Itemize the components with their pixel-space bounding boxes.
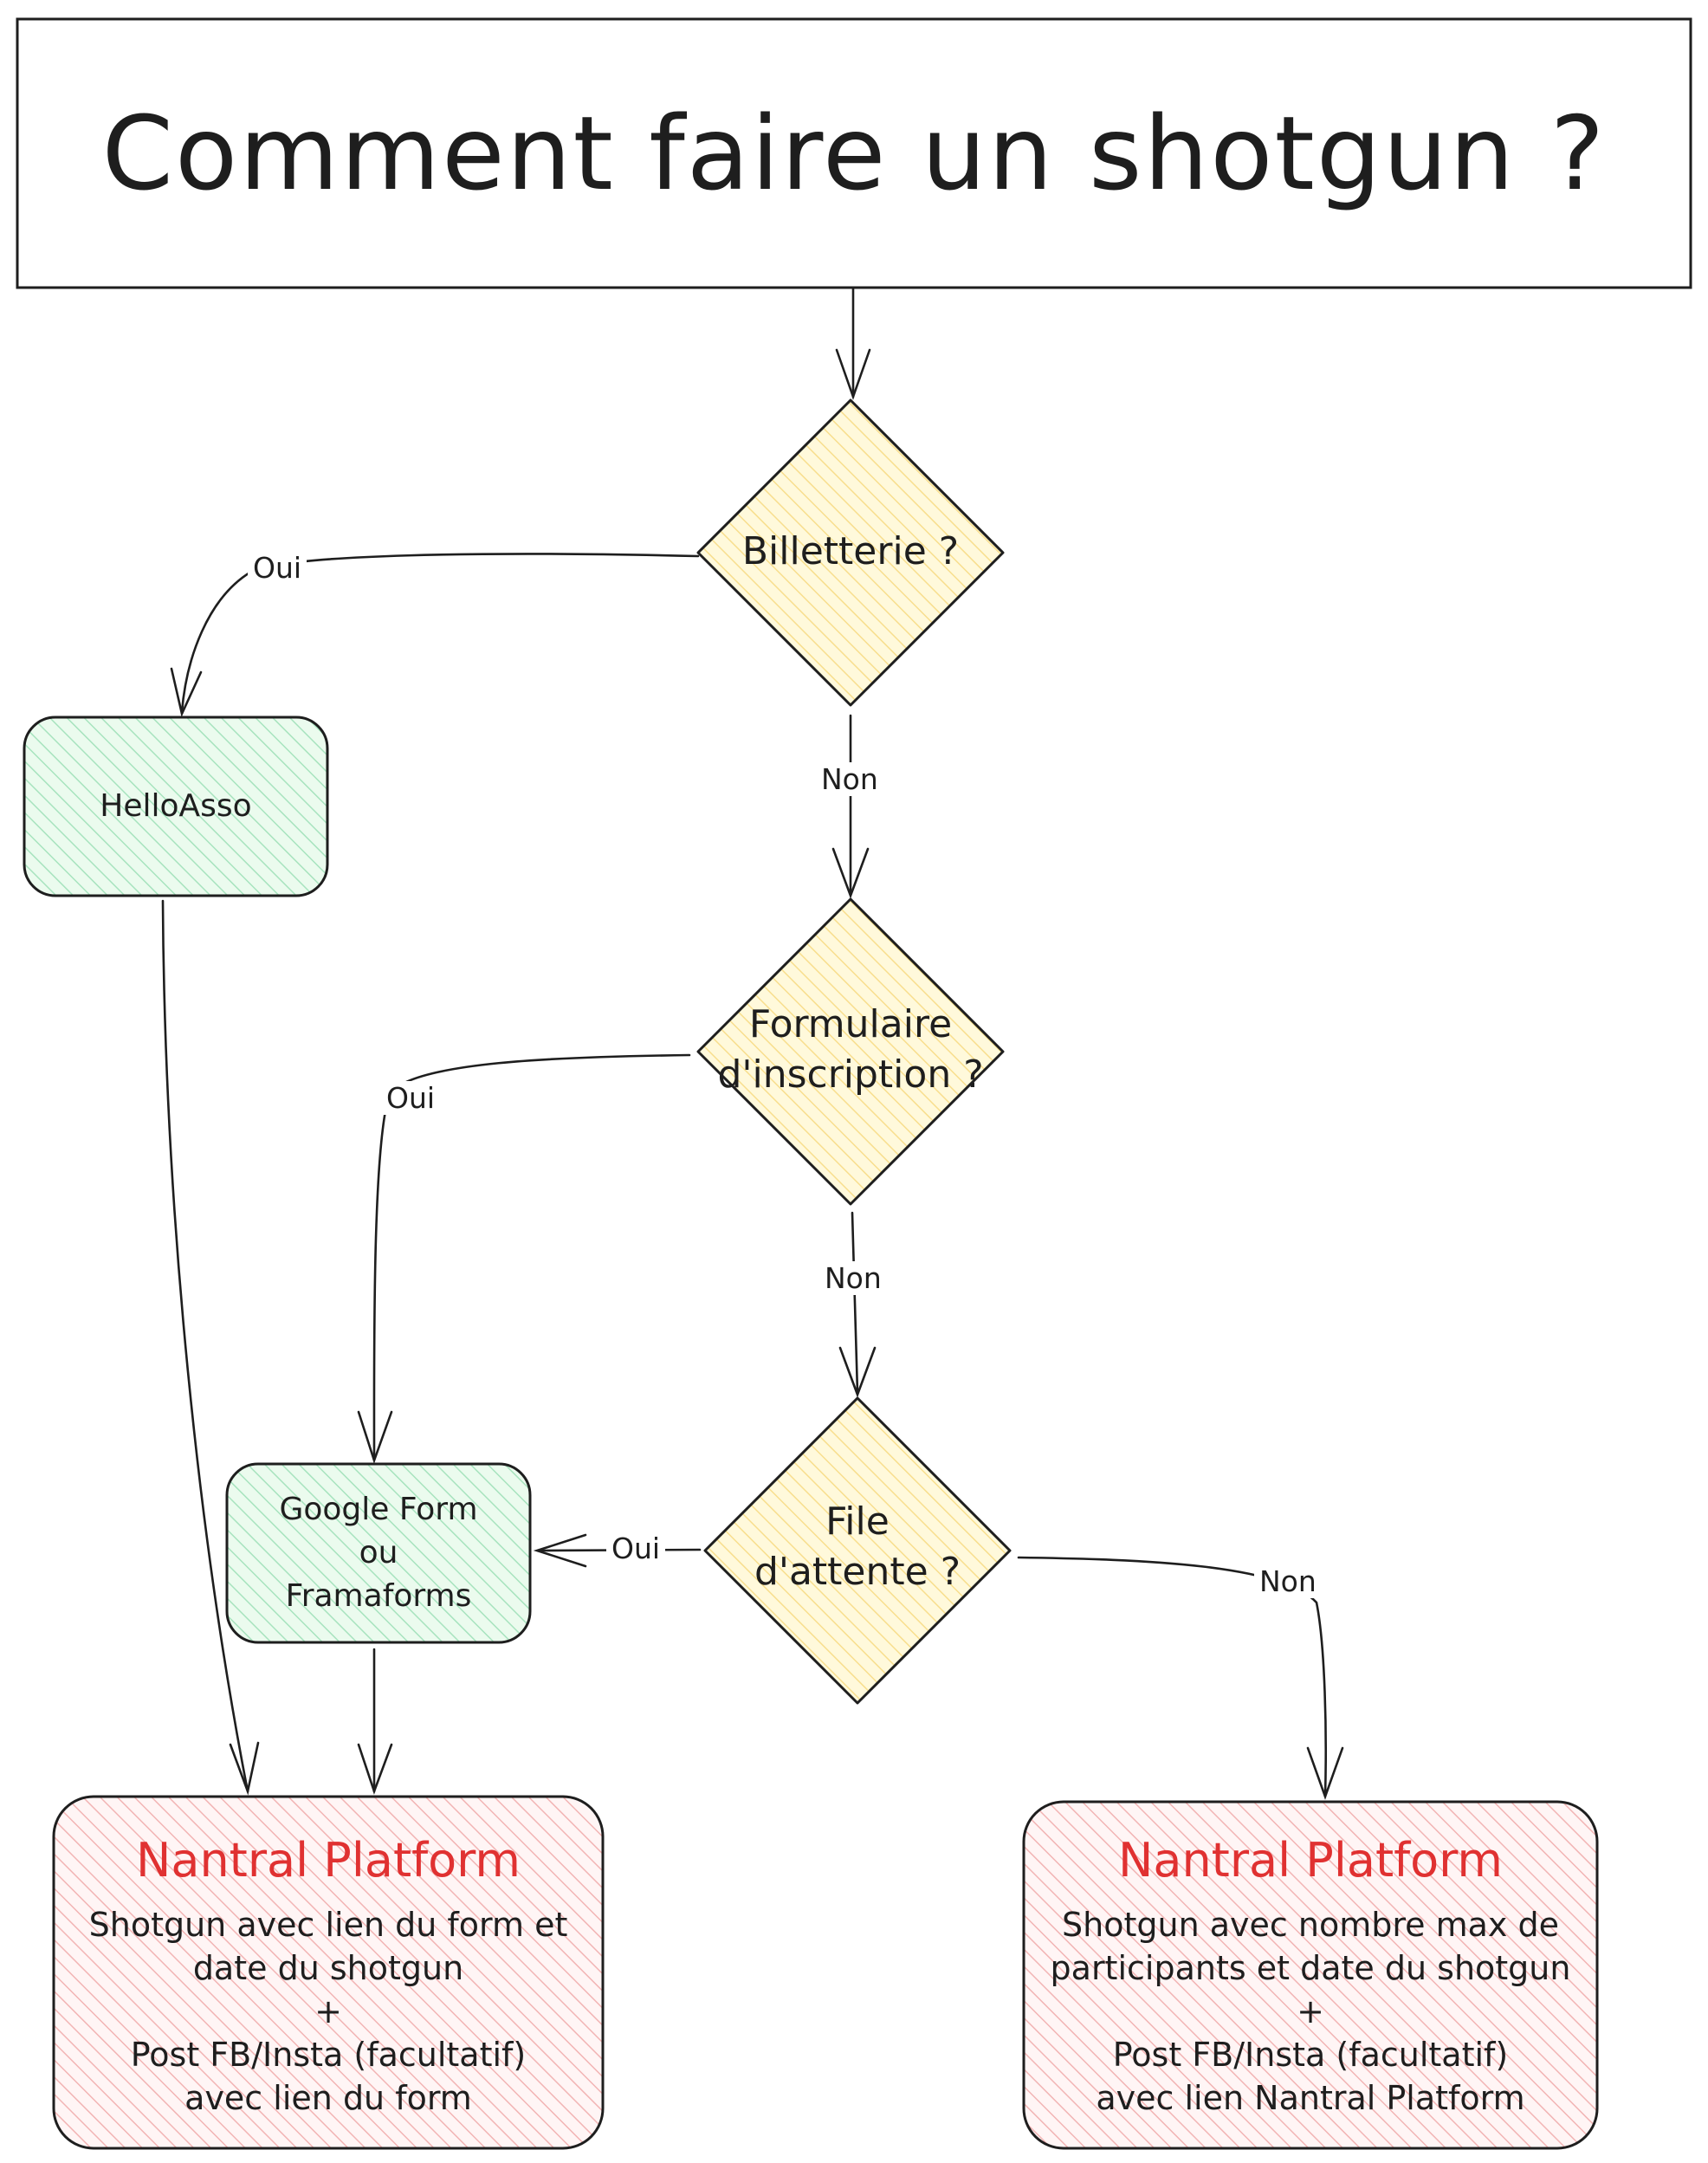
decision-billetterie-label: Billetterie ? [741,529,960,573]
platform-right-line5: avec lien Nantral Platform [1096,2079,1525,2117]
edge-helloasso-to-platform [161,899,249,1793]
edge-formulaire-oui [372,1053,691,1460]
platform-left-line2: date du shotgun [192,1949,464,1987]
edge-label-formulaire-oui: Oui [381,1081,441,1115]
decision-file-line2: d'attente ? [754,1550,961,1594]
platform-left-line5: avec lien du form [184,2079,472,2117]
title-box [16,17,1692,289]
platform-left-content: Nantral Platform Shotgun avec lien du fo… [54,1833,603,2120]
platform-left-title: Nantral Platform [135,1833,521,1888]
platform-right-box [1022,1800,1599,2150]
helloasso-label: HelloAsso [100,788,252,824]
forms-line2: ou [359,1535,398,1570]
platform-right-line1: Shotgun avec nombre max de [1062,1906,1559,1944]
forms-line3: Framaforms [285,1578,472,1614]
decision-billetterie-shape [696,398,1005,707]
platform-right-line3: + [1297,1992,1324,2030]
platform-right-content: Nantral Platform Shotgun avec nombre max… [1024,1833,1597,2120]
helloasso-box [23,716,329,897]
platform-left-line1: Shotgun avec lien du form et [88,1906,568,1944]
decision-file-label: File d'attente ? [705,1497,1010,1597]
arrowhead-platform-left-b [357,1743,393,1795]
arrowhead-platform-right [1306,1746,1344,1800]
platform-left-line4: Post FB/Insta (facultatif) [130,2036,527,2074]
edge-label-file-non: Non [1254,1564,1322,1598]
arrowhead-file [838,1346,877,1398]
edge-label-file-oui: Oui [606,1532,666,1565]
arrowhead-billetterie [835,348,871,400]
decision-file-line1: File [825,1499,890,1544]
platform-right-title: Nantral Platform [1117,1833,1504,1888]
edge-label-billetterie-non: Non [816,762,883,796]
platform-left-box [52,1795,605,2150]
arrowhead-formulaire [831,847,870,899]
platform-right-line2: participants et date du shotgun [1050,1949,1571,1987]
decision-file-shape [703,1396,1012,1705]
platform-right-line4: Post FB/Insta (facultatif) [1112,2036,1509,2074]
platform-left-line3: + [314,1992,342,2030]
forms-box [225,1462,532,1644]
arrowhead-forms-right [533,1533,587,1568]
decision-formulaire-label: Formulaire d'inscription ? [698,1000,1003,1100]
decision-formulaire-shape [696,897,1005,1206]
forms-label: Google Form ou Framaforms [227,1488,530,1618]
arrowheads [170,348,1344,1800]
decision-formulaire-line1: Formulaire [748,1002,953,1046]
page-title: Comment faire un shotgun ? [101,94,1607,213]
edge-formulaire-non [851,1211,859,1395]
arrowhead-forms-top [357,1410,393,1465]
arrowhead-platform-left-a [229,1741,260,1796]
edge-label-formulaire-non: Non [819,1261,887,1295]
edge-label-billetterie-oui: Oui [248,551,307,585]
forms-line1: Google Form [279,1492,478,1527]
arrowhead-helloasso [170,667,203,718]
decision-formulaire-line2: d'inscription ? [717,1052,984,1097]
